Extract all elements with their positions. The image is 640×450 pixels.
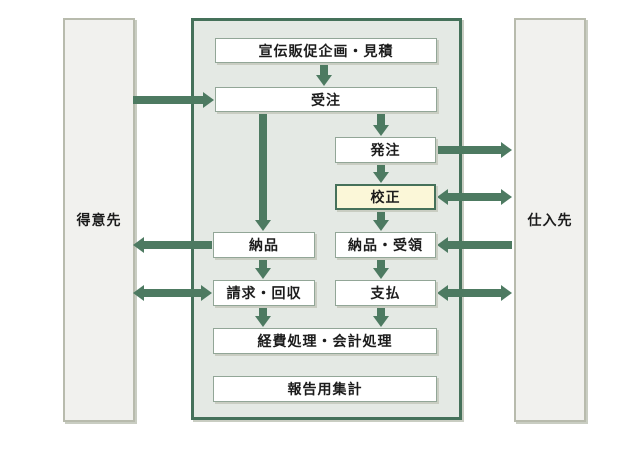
arrowhead-down-icon [373,316,389,327]
arrowhead-left-icon [437,189,448,205]
node-label: 報告用集計 [287,382,363,398]
customer-column: 得意先 [63,18,135,422]
arrow-kosei-shiiresaki-both [437,189,512,205]
customer-column-label: 得意先 [76,213,122,229]
arrow-juchu-to-hacchu [373,113,389,136]
node-label: 納品・受領 [348,238,423,254]
arrowhead-right-icon [501,189,512,205]
arrowhead-down-icon [373,220,389,231]
node-label: 宣伝販促企画・見積 [258,43,394,60]
arrowhead-left-icon [437,237,448,253]
node-seikyu: 請求・回収 [213,280,315,306]
node-nohin: 納品 [213,232,315,258]
arrow-plan-to-juchu [316,63,332,86]
node-plan: 宣伝販促企画・見積 [215,38,437,63]
arrow-hacchu-to-shiiresaki [437,142,512,158]
arrowhead-down-icon [373,125,389,136]
arrowhead-down-icon [316,75,332,86]
node-kosei: 校正 [335,184,436,210]
node-label: 支払 [370,286,401,302]
arrow-nohin-to-tokuisaki [133,237,212,253]
arrow-shiharai-to-keihi [373,306,389,327]
arrow-shiiresaki-to-nohin-juryo [437,237,512,253]
arrow-seikyu-tokuisaki-both [133,285,212,301]
node-label: 納品 [249,238,279,254]
arrowhead-right-icon [201,285,212,301]
arrowhead-left-icon [133,285,144,301]
arrowhead-down-icon [373,268,389,279]
arrowhead-down-icon [255,268,271,279]
node-keihi: 経費処理・会計処理 [213,328,437,354]
arrowhead-down-icon [255,220,271,231]
arrow-tokuisaki-to-juchu [133,92,214,108]
arrow-hacchu-to-kosei [373,163,389,183]
node-label: 校正 [370,190,401,206]
node-nohin-juryo: 納品・受領 [335,232,436,258]
node-label: 受注 [311,92,341,109]
node-juchu: 受注 [215,87,437,112]
node-hokoku: 報告用集計 [213,376,437,402]
arrow-juchu-to-nohin [255,113,271,231]
node-label: 請求・回収 [226,286,302,302]
supplier-column-label: 仕入先 [527,213,573,229]
arrow-nohin-juryo-to-shiharai [373,258,389,279]
arrow-nohin-to-seikyu [255,258,271,279]
arrowhead-down-icon [373,172,389,183]
arrowhead-right-icon [501,142,512,158]
node-hacchu: 発注 [335,137,436,163]
arrowhead-left-icon [437,285,448,301]
arrowhead-right-icon [501,285,512,301]
node-label: 発注 [370,143,401,159]
supplier-column: 仕入先 [514,18,586,422]
arrow-shiharai-shiiresaki-both [437,285,512,301]
arrow-seikyu-to-keihi [255,306,271,327]
node-label: 経費処理・会計処理 [257,334,393,350]
node-shiharai: 支払 [335,280,436,306]
arrowhead-right-icon [203,92,214,108]
arrowhead-left-icon [133,237,144,253]
arrow-kosei-to-nohin-juryo [373,210,389,231]
arrowhead-down-icon [255,316,271,327]
